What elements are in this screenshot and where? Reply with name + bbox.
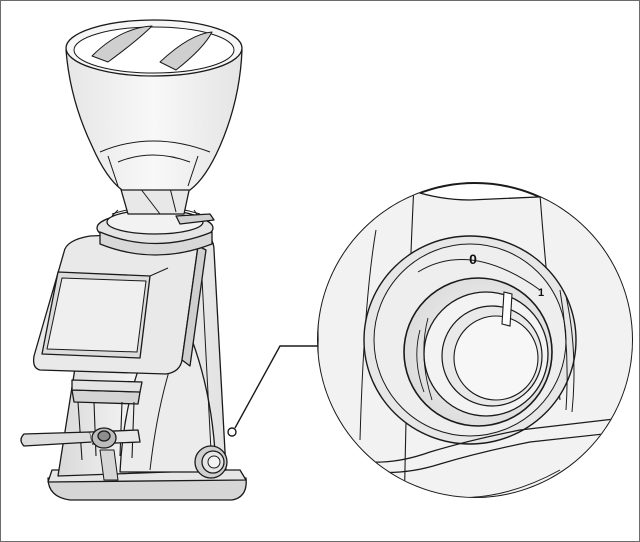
grinder-base bbox=[47, 477, 247, 501]
knob-indicator bbox=[501, 291, 513, 327]
callout-leader bbox=[227, 345, 320, 437]
collar-lever bbox=[175, 213, 215, 225]
lid-slot-left bbox=[91, 25, 153, 63]
callout-dot bbox=[227, 427, 237, 437]
lid-slot-right bbox=[159, 31, 213, 71]
grind-knob-detail bbox=[403, 277, 553, 427]
hopper bbox=[65, 49, 243, 191]
scale-mark-one: 1 bbox=[538, 287, 544, 299]
grinder bbox=[20, 19, 247, 501]
portafilter-handle bbox=[20, 431, 93, 447]
scale-mark-zero: 0 bbox=[469, 251, 477, 267]
magnified-detail: 0 1 bbox=[317, 182, 633, 498]
